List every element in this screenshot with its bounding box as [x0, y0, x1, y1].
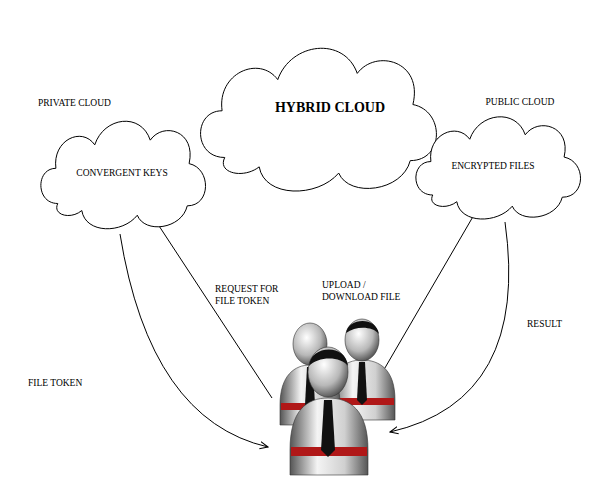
public-cloud: PUBLIC CLOUDENCRYPTED FILES [405, 108, 590, 224]
hybrid-cloud: HYBRID CLOUD [185, 36, 450, 198]
cloud-title: HYBRID CLOUD [275, 100, 385, 117]
result-arrow [390, 222, 509, 432]
arrow-label: UPLOAD / DOWNLOAD FILE [322, 280, 417, 304]
arrow-label: REQUEST FOR FILE TOKEN [215, 284, 287, 308]
cloud-outline [185, 36, 450, 198]
private-cloud: PRIVATE CLOUDCONVERGENT KEYS [30, 112, 215, 234]
cloud-content: ENCRYPTED FILES [451, 161, 534, 172]
person-front [290, 347, 368, 475]
arrow-label: RESULT [527, 319, 587, 331]
cloud-content: CONVERGENT KEYS [76, 168, 167, 179]
arrow-label: FILE TOKEN [28, 378, 108, 390]
file-token-arrow [120, 234, 268, 447]
cloud-heading: PUBLIC CLOUD [486, 97, 555, 108]
cloud-heading: PRIVATE CLOUD [38, 98, 111, 109]
